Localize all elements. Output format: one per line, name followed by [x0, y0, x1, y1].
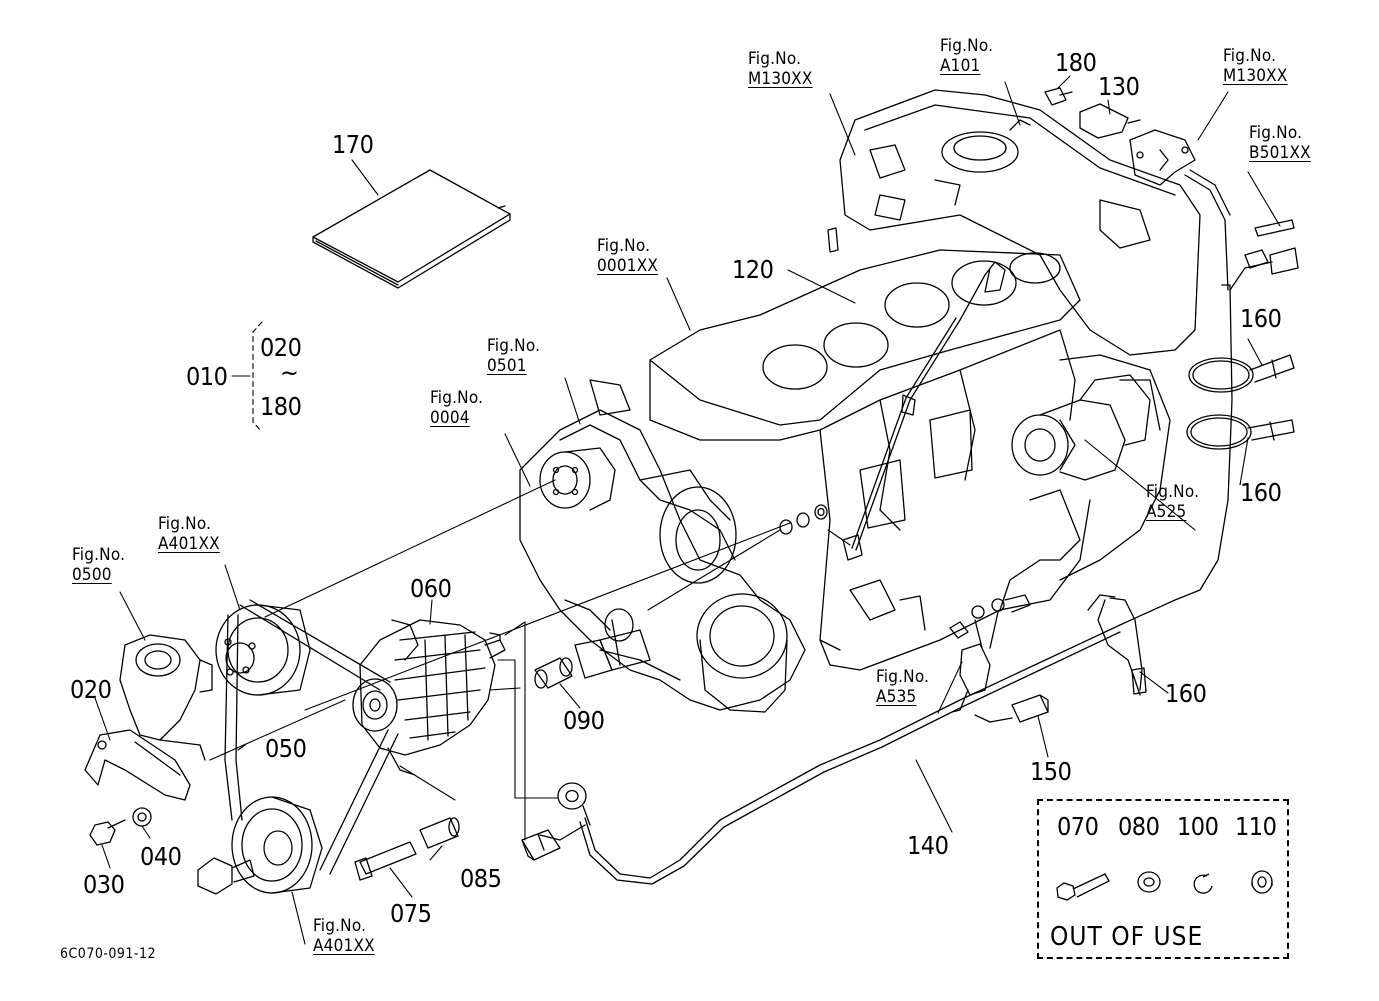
- alternator-drawing: [197, 599, 573, 895]
- fig-ref-0004: Fig.No. 0004: [430, 388, 484, 428]
- fig-ref-m130xx-right: Fig.No. M130XX: [1223, 46, 1288, 86]
- fig-ref-a535: Fig.No. A535: [876, 667, 930, 707]
- part-085-label: 085: [460, 864, 502, 893]
- part-020-label: 020: [70, 675, 112, 704]
- range-tilde-label: ~: [280, 358, 299, 387]
- fig-ref-m130xx-left: Fig.No. M130XX: [748, 49, 813, 89]
- legend-item-110: 110: [1235, 812, 1277, 841]
- legend-item-080: 080: [1118, 812, 1160, 841]
- fig-ref-a401xx-top: Fig.No. A401XX: [158, 514, 220, 554]
- part-160-label-middle: 160: [1240, 478, 1282, 507]
- part-120-label: 120: [732, 255, 774, 284]
- fig-ref-a401xx-bottom: Fig.No. A401XX: [313, 916, 375, 956]
- out-of-use-note: OUT OF USE: [1050, 922, 1204, 952]
- part-090-label: 090: [563, 706, 605, 735]
- fig-ref-b501xx: Fig.No. B501XX: [1249, 123, 1311, 163]
- engine-block-drawing: [519, 89, 1201, 713]
- legend-item-100: 100: [1177, 812, 1219, 841]
- part-160-label-lower: 160: [1165, 679, 1207, 708]
- part-030-label: 030: [83, 870, 125, 899]
- leader-lines: [94, 75, 1281, 945]
- part-150-label: 150: [1030, 757, 1072, 786]
- legend-item-070: 070: [1057, 812, 1099, 841]
- drawing-code: 6C070-091-12: [60, 946, 156, 962]
- part-180-range-end-label: 180: [260, 392, 302, 421]
- part-060-label: 060: [410, 574, 452, 603]
- part-040-label: 040: [140, 842, 182, 871]
- part-170-label: 170: [332, 130, 374, 159]
- part-050-label: 050: [265, 734, 307, 763]
- part-020-range-start-label: 020: [260, 333, 302, 362]
- thermostat-drawing: [84, 634, 213, 846]
- out-of-use-parts-drawing: [1056, 870, 1273, 901]
- out-of-use-box: [1037, 799, 1289, 959]
- part-160-label-top: 160: [1240, 304, 1282, 333]
- fig-ref-0001xx: Fig.No. 0001XX: [597, 236, 659, 276]
- part-010-label: 010: [186, 362, 228, 391]
- fig-ref-0500: Fig.No. 0500: [72, 545, 126, 585]
- sensor-harness-drawing: [521, 87, 1299, 885]
- fig-ref-a525: Fig.No. A525: [1146, 482, 1200, 522]
- fig-ref-a101: Fig.No. A101: [940, 36, 994, 76]
- part-180-label: 180: [1055, 48, 1097, 77]
- part-075-label: 075: [390, 899, 432, 928]
- part-140-label: 140: [907, 831, 949, 860]
- fig-ref-0501: Fig.No. 0501: [487, 336, 541, 376]
- manual-drawing: [312, 169, 511, 289]
- part-130-label: 130: [1098, 72, 1140, 101]
